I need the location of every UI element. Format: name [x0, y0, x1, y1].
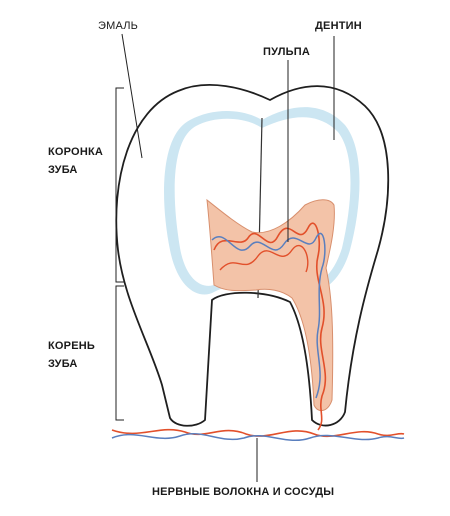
- crown-bracket: [115, 87, 124, 283]
- crown-label-line1: КОРОНКА: [48, 146, 104, 158]
- vessel-blue-pulp: [211, 232, 326, 399]
- root-label-line1: КОРЕНЬ: [48, 340, 95, 352]
- root-label-line2: ЗУБА: [48, 358, 78, 370]
- vessel-blue-bottom: [111, 432, 405, 442]
- vessel-red-pulp: [213, 222, 327, 431]
- vessel-red-bottom: [111, 428, 405, 438]
- vessel-red-pulp-2: [219, 244, 309, 273]
- enamel-label: ЭМАЛЬ: [98, 20, 139, 32]
- dentin-label: ДЕНТИН: [315, 20, 362, 32]
- enamel-leader: [121, 33, 143, 159]
- pulp-chamber: [206, 198, 335, 412]
- crown-label-line2: ЗУБА: [48, 164, 78, 176]
- root-bracket: [115, 285, 124, 421]
- nerves-label: НЕРВНЫЕ ВОЛОКНА И СОСУДЫ: [152, 486, 335, 498]
- pulp-label: ПУЛЬПА: [263, 46, 311, 58]
